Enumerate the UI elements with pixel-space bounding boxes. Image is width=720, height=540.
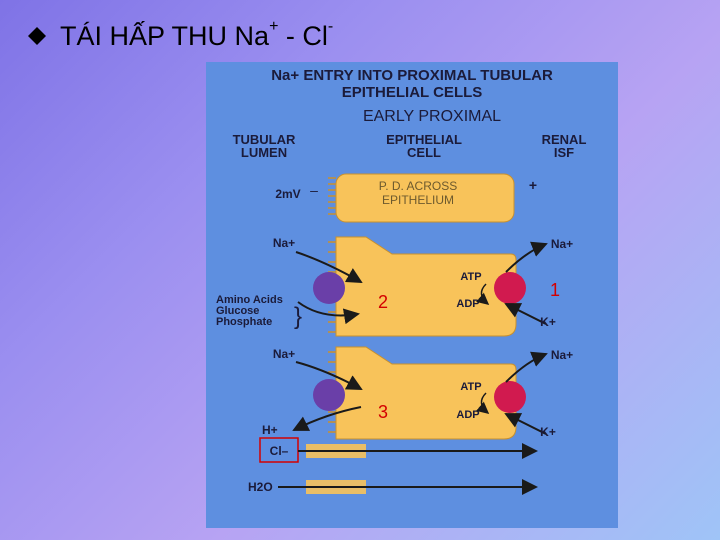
atp-arrow-2 bbox=[476, 392, 490, 414]
na-exit-arrow-1 bbox=[505, 241, 548, 273]
diagram-figure: Na+ ENTRY INTO PROXIMAL TUBULAR EPITHELI… bbox=[206, 62, 618, 528]
col-cell-2: CELL bbox=[407, 145, 441, 160]
col-cell-1: EPITHELIAL bbox=[386, 132, 462, 147]
step-number-1: 1 bbox=[550, 280, 560, 300]
adp-label-2: ADP bbox=[456, 409, 479, 421]
solute-amino-acids: Amino Acids bbox=[216, 294, 283, 306]
step-number-2: 2 bbox=[378, 292, 388, 312]
h-exit-arrow bbox=[292, 406, 362, 431]
col-isf-2: ISF bbox=[554, 145, 574, 160]
na-isf-1: Na+ bbox=[551, 237, 573, 251]
adp-label-1: ADP bbox=[456, 298, 479, 310]
k-isf-2: K+ bbox=[540, 425, 556, 439]
k-entry-arrow-1 bbox=[504, 303, 547, 325]
atp-label-2: ATP bbox=[460, 381, 481, 393]
cotransporter-1 bbox=[313, 272, 345, 304]
pd-text-2: EPITHELIUM bbox=[382, 193, 454, 207]
diagram-subheading: EARLY PROXIMAL bbox=[363, 108, 501, 125]
cl-ion-label: Cl– bbox=[270, 444, 289, 458]
h-ion-label: H+ bbox=[262, 423, 278, 437]
k-isf-1: K+ bbox=[540, 315, 556, 329]
diagram-heading-1: Na+ ENTRY INTO PROXIMAL TUBULAR bbox=[271, 67, 553, 84]
na-entry-arrow-2 bbox=[295, 361, 363, 390]
atp-arrow-1 bbox=[476, 283, 490, 305]
na-k-pump-2 bbox=[494, 381, 526, 413]
cotransport-arrow bbox=[297, 301, 360, 325]
na-lumen-1: Na+ bbox=[273, 236, 295, 250]
na-isf-2: Na+ bbox=[551, 348, 573, 362]
na-transport-diagram: Na+ ENTRY INTO PROXIMAL TUBULAR EPITHELI… bbox=[206, 62, 618, 528]
step-number-3: 3 bbox=[378, 402, 388, 422]
diamond-bullet-icon bbox=[28, 27, 46, 45]
pd-text-1: P. D. ACROSS bbox=[379, 179, 457, 193]
solute-brace: } bbox=[294, 303, 302, 330]
pd-value: 2mV bbox=[275, 187, 300, 201]
na-exit-arrow-2 bbox=[505, 351, 548, 383]
solute-glucose: Glucose bbox=[216, 305, 259, 317]
col-isf-1: RENAL bbox=[542, 132, 587, 147]
pd-cell bbox=[328, 173, 515, 223]
k-entry-arrow-2 bbox=[504, 413, 547, 435]
pd-minus: – bbox=[310, 182, 318, 198]
atp-label-1: ATP bbox=[460, 271, 481, 283]
na-lumen-2: Na+ bbox=[273, 347, 295, 361]
diagram-heading-2: EPITHELIAL CELLS bbox=[342, 84, 483, 101]
solute-phosphate: Phosphate bbox=[216, 316, 272, 328]
col-lumen-2: LUMEN bbox=[241, 145, 287, 160]
pd-plus: + bbox=[529, 177, 537, 193]
cotransporter-2 bbox=[313, 379, 345, 411]
na-entry-arrow-1 bbox=[295, 251, 363, 283]
na-k-pump-1 bbox=[494, 272, 526, 304]
slide-title: TÁI HẤP THU Na+ - Cl- bbox=[28, 16, 333, 56]
col-lumen-1: TUBULAR bbox=[233, 132, 296, 147]
title-text: TÁI HẤP THU Na+ - Cl- bbox=[60, 17, 334, 51]
water-label: H2O bbox=[248, 480, 273, 494]
